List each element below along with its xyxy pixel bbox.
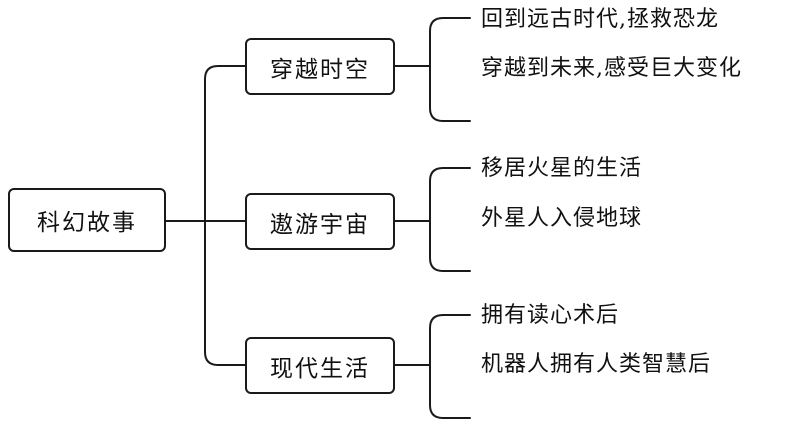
leaf-bracket-2	[429, 167, 471, 272]
leaf-bracket-1	[429, 17, 471, 122]
branch-node-space: 遨游宇宙	[245, 193, 395, 250]
root-node: 科幻故事	[8, 188, 166, 252]
leaf-item: 回到远古时代,拯救恐龙	[481, 7, 719, 32]
leaf-item: 拥有读心术后	[481, 303, 620, 328]
branch-node-modern-life: 现代生活	[245, 337, 395, 394]
leaf-bracket-3	[429, 314, 471, 419]
root-label: 科幻故事	[37, 210, 137, 236]
branch-label: 遨游宇宙	[270, 211, 370, 238]
branch-node-time-travel: 穿越时空	[245, 38, 395, 95]
leaf-item: 移居火星的生活	[481, 156, 643, 181]
trunk-connector	[204, 65, 246, 366]
branch-label: 穿越时空	[270, 56, 370, 83]
leaf-item: 穿越到未来,感受巨大变化	[481, 56, 742, 81]
branch-label: 现代生活	[270, 355, 370, 382]
leaf-item: 机器人拥有人类智慧后	[481, 352, 712, 377]
leaf-item: 外星人入侵地球	[481, 206, 643, 231]
